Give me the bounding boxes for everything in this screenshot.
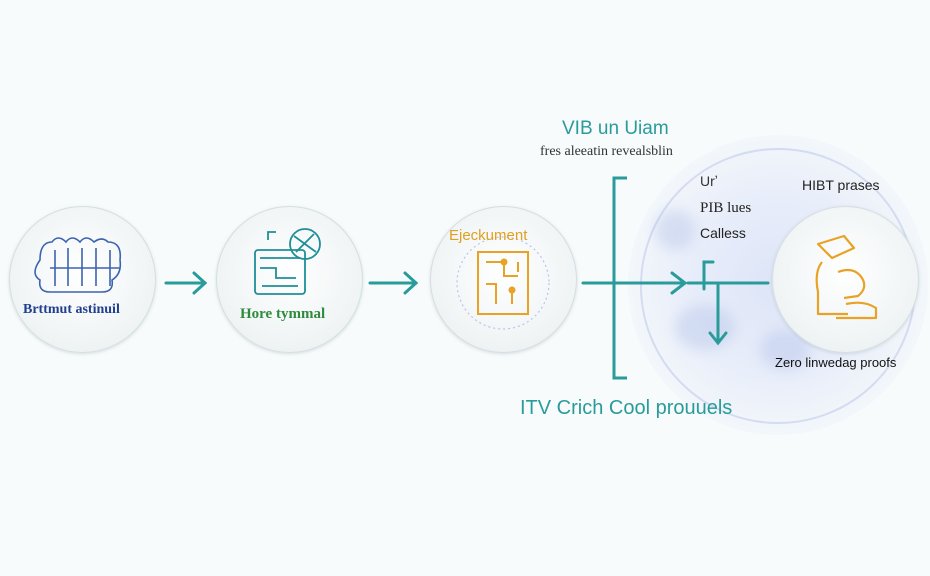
top-title: VIB un Uiam	[562, 118, 669, 139]
bracket-line	[612, 176, 627, 380]
node-circle-4	[772, 206, 919, 353]
top-subtitle: fres aleeatin revealsblin	[540, 144, 673, 159]
mid-label: Calless	[700, 225, 746, 241]
node-label: Ejeckument	[449, 227, 528, 244]
glow-blob	[655, 210, 695, 250]
mid-label: PIB lues	[700, 200, 752, 216]
mid-label: Urʼ	[700, 173, 718, 189]
person-icon	[815, 234, 878, 320]
glow-blob	[675, 305, 735, 350]
arrow-icon	[164, 271, 208, 295]
node-label: Brttmut astinuil	[23, 302, 120, 317]
dotted-ring-decor	[456, 236, 550, 330]
brain-icon	[34, 237, 122, 293]
arrow-icon	[581, 271, 770, 295]
node-circle-2	[216, 206, 363, 353]
right-heading: HIBT prases	[802, 177, 880, 193]
machine-icon	[254, 228, 321, 295]
arrow-icon	[368, 271, 419, 295]
circuit-icon	[477, 251, 529, 315]
down-arrow-icon	[702, 260, 728, 346]
node-label: Hore tymmal	[240, 306, 326, 322]
bottom-title: ITV Crich Cool prouuels	[520, 397, 733, 419]
node-label: Zero linwedag proofs	[775, 355, 897, 370]
